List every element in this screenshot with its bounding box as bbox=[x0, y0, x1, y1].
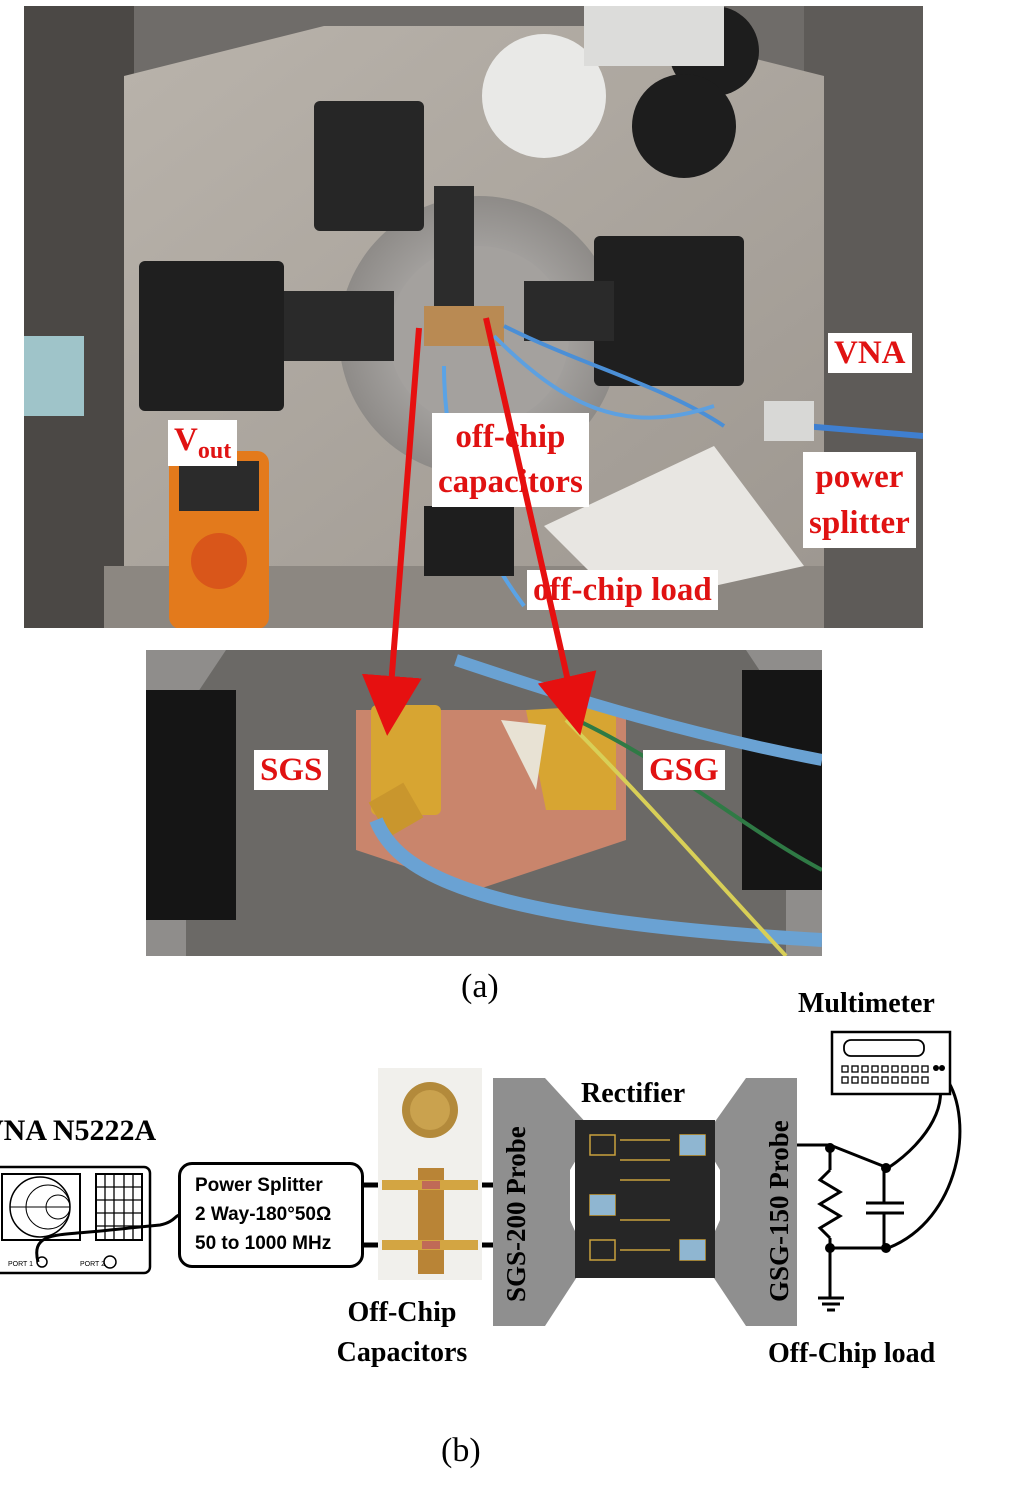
multimeter-icon bbox=[830, 1030, 952, 1096]
power-splitter-line1: Power Splitter bbox=[195, 1175, 323, 1196]
off-chip-capacitors-caption-line1: Off-Chip bbox=[347, 1297, 457, 1328]
off-chip-capacitors-caption: Off-Chip Capacitors bbox=[318, 1293, 486, 1373]
power-splitter-line2: 2 Way-180°50Ω bbox=[195, 1204, 332, 1225]
vna-port2-connector bbox=[103, 1255, 117, 1269]
off-chip-load-caption: Off-Chip load bbox=[768, 1338, 936, 1369]
power-splitter-box: Power Splitter 2 Way-180°50Ω 50 to 1000 … bbox=[178, 1162, 364, 1268]
probe-station-illustration bbox=[24, 6, 923, 628]
multimeter-label: Multimeter bbox=[798, 988, 935, 1019]
gsg-label: GSG bbox=[643, 750, 725, 791]
vna-port2-label: PORT 2 bbox=[80, 1261, 105, 1268]
arrow-load bbox=[483, 317, 597, 736]
rectifier-label: Rectifier bbox=[581, 1078, 686, 1109]
caption-b: (b) bbox=[441, 1432, 481, 1469]
sgs-label: SGS bbox=[254, 750, 329, 791]
vna-model-label: VNA N5222A bbox=[0, 1114, 157, 1147]
off-chip-capacitors-board bbox=[378, 1068, 482, 1280]
power-splitter-line3: 50 to 1000 MHz bbox=[195, 1233, 332, 1254]
vout-label-subscript: out bbox=[197, 438, 232, 464]
off-chip-capacitors-label-line2: capacitors bbox=[438, 464, 583, 500]
vna-port1-label: PORT 1 bbox=[8, 1261, 33, 1268]
vout-label-main: V bbox=[174, 422, 198, 458]
vout-label: Vout bbox=[168, 420, 238, 467]
power-splitter-label: power splitter bbox=[803, 452, 916, 548]
off-chip-load-label: off-chip load bbox=[527, 570, 718, 611]
power-splitter-label-line1: power bbox=[815, 459, 904, 495]
vna-icon: PORT 1 PORT 2 bbox=[0, 1165, 152, 1275]
gsg-probe-label: GSG-150 Probe bbox=[764, 1120, 794, 1302]
caption-a: (a) bbox=[461, 968, 499, 1005]
power-splitter-label-line2: splitter bbox=[809, 505, 910, 541]
sgs-probe-label: SGS-200 Probe bbox=[501, 1126, 531, 1302]
probe-station-photo bbox=[24, 6, 923, 628]
off-chip-capacitors-caption-line2: Capacitors bbox=[336, 1337, 468, 1368]
vna-label: VNA bbox=[828, 333, 912, 374]
arrow-capacitors bbox=[361, 327, 422, 736]
